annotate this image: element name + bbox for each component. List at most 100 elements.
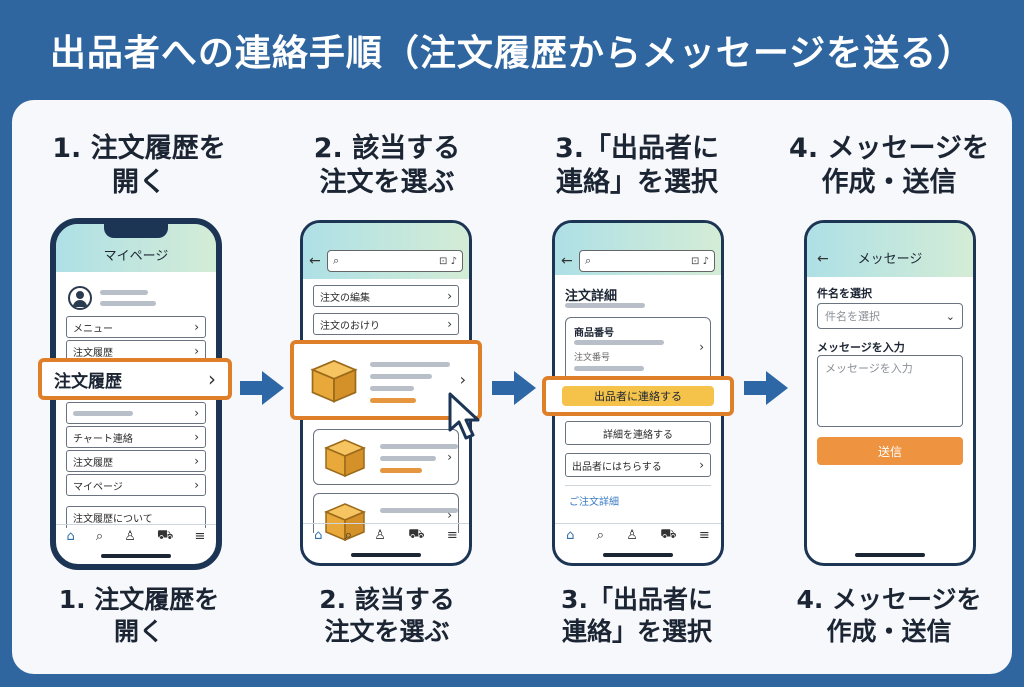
phone-header: マイページ xyxy=(56,224,216,272)
order-card-2[interactable]: › xyxy=(313,429,459,485)
search-icon[interactable]: ⌕ xyxy=(95,529,104,544)
chevron-right-icon: › xyxy=(194,406,199,420)
home-icon[interactable]: ⌂ xyxy=(66,529,75,544)
back-arrow-icon[interactable]: ← xyxy=(817,251,829,267)
home-indicator xyxy=(603,553,673,557)
subject-select[interactable]: 件名を選択 ⌄ xyxy=(817,303,963,329)
step-3-heading: 3.「出品者に連絡」を選択 xyxy=(554,133,720,198)
item-sub-line xyxy=(370,386,414,391)
menu-icon[interactable]: ≡ xyxy=(446,528,458,543)
camera-and-mic-icons[interactable]: ⊡ ♪ xyxy=(439,255,457,267)
order-history-highlight[interactable]: 注文履歴 › xyxy=(38,358,232,400)
menu-item-blank[interactable]: › xyxy=(66,402,206,424)
home-indicator xyxy=(855,553,925,557)
page-title: 出品者への連絡手順（注文履歴からメッセージを送る） xyxy=(49,33,975,74)
chevron-right-icon: › xyxy=(447,450,452,464)
contact-seller-button[interactable]: 出品者に連絡する xyxy=(562,386,714,406)
profile-name-line xyxy=(100,290,148,295)
step-arrow-3 xyxy=(744,371,788,405)
step-1-heading: 1. 注文履歴を開く xyxy=(52,133,226,198)
item-price-line xyxy=(380,468,422,473)
phone-header: ← ⌕ ⊡ ♪ xyxy=(303,223,469,279)
chevron-right-icon: › xyxy=(194,320,199,334)
menu-item-order-history-2[interactable]: 注文履歴› xyxy=(66,450,206,472)
search-input[interactable]: ⌕ ⊡ ♪ xyxy=(579,250,715,272)
chevron-down-icon: ⌄ xyxy=(945,309,955,323)
bottom-nav: ⌂ ⌕ ♙ ⛟ ≡ xyxy=(303,523,469,547)
phone-notch xyxy=(104,224,168,238)
bottom-nav: ⌂ ⌕ ♙ ⛟ ≡ xyxy=(56,524,216,548)
search-row: ← ⌕ ⊡ ♪ xyxy=(309,249,463,273)
menu-icon[interactable]: ≡ xyxy=(194,529,206,544)
search-icon: ⌕ xyxy=(333,254,340,267)
search-icon[interactable]: ⌕ xyxy=(596,528,604,543)
home-indicator xyxy=(351,553,421,557)
step-arrow-2 xyxy=(492,371,536,405)
chevron-right-icon: › xyxy=(699,340,704,354)
order-detail-link[interactable]: ご注文詳細 xyxy=(569,497,619,508)
chevron-right-icon: › xyxy=(459,370,466,389)
camera-and-mic-icons[interactable]: ⊡ ♪ xyxy=(691,255,709,267)
home-indicator xyxy=(101,554,171,558)
account-icon[interactable]: ♙ xyxy=(626,528,638,543)
account-icon[interactable]: ♙ xyxy=(124,529,136,544)
step-2-heading: 2. 該当する注文を選ぶ xyxy=(313,133,461,198)
step-4-heading: 4. メッセージを作成・送信 xyxy=(789,133,989,198)
menu-item-menu[interactable]: メニュー› xyxy=(66,316,206,338)
item-sub-line xyxy=(380,456,436,461)
step-2-footer: 2. 該当する注文を選ぶ xyxy=(319,585,455,646)
back-arrow-icon[interactable]: ← xyxy=(309,253,321,269)
order-line xyxy=(574,366,644,371)
account-icon[interactable]: ♙ xyxy=(374,528,386,543)
product-info-card[interactable]: 商品番号 注文番号 › xyxy=(565,317,711,381)
seller-link-item[interactable]: 出品者にはちらする› xyxy=(565,453,711,477)
search-icon[interactable]: ⌕ xyxy=(344,528,352,543)
product-line xyxy=(574,340,664,345)
order-status-item[interactable]: 注文のおけり› xyxy=(313,313,459,335)
item-title-line xyxy=(380,444,458,449)
detail-contact-button[interactable]: 詳細を連絡する xyxy=(565,421,711,445)
back-arrow-icon[interactable]: ← xyxy=(561,253,573,269)
chevron-right-icon: › xyxy=(208,367,216,391)
menu-item-chart[interactable]: チャート連絡› xyxy=(66,426,206,448)
contact-seller-highlight[interactable]: 出品者に連絡する xyxy=(542,376,734,416)
profile-sub-line xyxy=(100,301,156,306)
item-price-line xyxy=(370,398,416,403)
step-3-footer: 3.「出品者に連絡」を選択 xyxy=(561,585,713,646)
cart-icon[interactable]: ⛟ xyxy=(408,527,425,542)
menu-item-mypage[interactable]: マイページ› xyxy=(66,474,206,496)
subtitle-line xyxy=(565,303,645,308)
chevron-right-icon: › xyxy=(447,317,452,331)
subject-label: 件名を選択 xyxy=(817,287,872,300)
item-title-line xyxy=(370,362,450,367)
menu-icon[interactable]: ≡ xyxy=(698,528,710,543)
item-sub-line xyxy=(370,374,432,379)
cart-icon[interactable]: ⛟ xyxy=(660,527,677,542)
home-icon[interactable]: ⌂ xyxy=(314,528,323,543)
step-1-footer: 1. 注文履歴を開く xyxy=(58,585,220,646)
menu-item-about[interactable]: 注文履歴について xyxy=(66,506,206,528)
chevron-right-icon: › xyxy=(194,430,199,444)
menu-item-order-history[interactable]: 注文履歴› xyxy=(66,340,206,362)
send-button[interactable]: 送信 xyxy=(817,437,963,465)
chevron-right-icon: › xyxy=(699,458,704,472)
phone-header: ← ⌕ ⊡ ♪ xyxy=(555,223,721,275)
home-icon[interactable]: ⌂ xyxy=(566,528,575,543)
avatar-icon xyxy=(68,286,92,310)
cart-icon[interactable]: ⛟ xyxy=(157,528,174,543)
order-edit-item[interactable]: 注文の編集› xyxy=(313,285,459,307)
item-title-line xyxy=(380,508,458,513)
chevron-right-icon: › xyxy=(194,478,199,492)
search-input[interactable]: ⌕ ⊡ ♪ xyxy=(327,250,463,272)
header-title: マイページ xyxy=(103,249,169,264)
step-4-footer: 4. メッセージを作成・送信 xyxy=(796,585,982,646)
step-arrow-1 xyxy=(240,371,284,405)
package-icon xyxy=(324,439,366,478)
message-label: メッセージを入力 xyxy=(817,341,905,354)
message-textarea[interactable]: メッセージを入力 xyxy=(817,355,963,427)
order-card-3[interactable]: › xyxy=(313,493,459,542)
search-row: ← ⌕ ⊡ ♪ xyxy=(561,249,715,273)
phone-message: ← メッセージ 件名を選択 件名を選択 ⌄ メッセージを入力 メッセージを入力 … xyxy=(804,220,976,566)
chevron-right-icon: › xyxy=(194,344,199,358)
header-title: メッセージ xyxy=(857,252,923,267)
